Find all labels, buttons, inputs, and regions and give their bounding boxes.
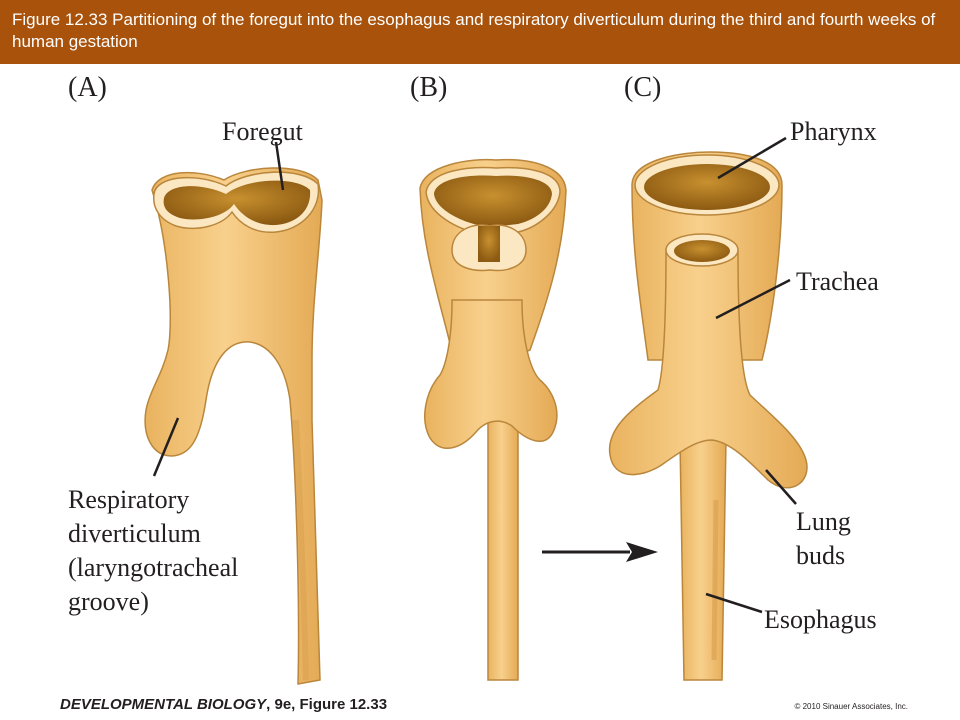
label-respiratory-line-4: groove)	[68, 587, 149, 616]
progression-arrow	[542, 542, 658, 562]
book-title: DEVELOPMENTAL BIOLOGY	[60, 696, 267, 713]
label-trachea: Trachea	[796, 267, 879, 296]
panel-c-esophagus-highlight	[711, 499, 719, 661]
label-lung-buds-line-2: buds	[796, 541, 845, 570]
panel-c-illustration	[608, 151, 808, 681]
esophagus-leader	[705, 592, 763, 614]
panel-c-trachea-lumen	[674, 240, 730, 262]
label-foregut: Foregut	[222, 117, 304, 146]
respiratory-leader	[152, 417, 180, 477]
panel-b-septum-channel	[478, 226, 500, 262]
label-respiratory-line-3: (laryngotracheal	[68, 553, 238, 582]
panel-a-letter: (A)	[68, 72, 107, 103]
pharynx-leader	[717, 136, 787, 180]
panel-c-letter: (C)	[624, 72, 661, 103]
book-edition-figure: , 9e, Figure 12.33	[266, 696, 388, 713]
panel-b-upper-lumen	[434, 175, 552, 226]
panel-b-letter: (B)	[410, 72, 447, 103]
panel-c-pharynx-lumen	[644, 164, 770, 210]
figure-caption: Figure 12.33 Partitioning of the foregut…	[12, 10, 936, 51]
panel-a-foregut-tube	[144, 167, 323, 685]
panel-a-diverticulum-shadow	[293, 419, 309, 681]
leader-lines	[152, 136, 797, 614]
panel-b-lung-buds	[424, 299, 558, 449]
book-credit: DEVELOPMENTAL BIOLOGY, 9e, Figure 12.33	[60, 696, 387, 713]
lung-buds-leader	[765, 469, 797, 505]
panel-b-illustration	[419, 158, 567, 681]
progression-arrow-head	[626, 542, 658, 562]
panel-c-esophagus	[679, 439, 727, 681]
figure-caption-bar: Figure 12.33 Partitioning of the foregut…	[0, 0, 960, 64]
label-lung-buds-line-1: Lung	[796, 507, 851, 536]
label-respiratory-line-2: diverticulum	[68, 519, 201, 548]
panel-a-illustration	[144, 167, 323, 685]
copyright-notice: © 2010 Sinauer Associates, Inc.	[794, 702, 908, 711]
label-pharynx: Pharynx	[790, 117, 877, 146]
label-respiratory-line-1: Respiratory	[68, 485, 189, 514]
trachea-leader	[715, 278, 791, 320]
panel-c-trachea-and-lung-buds	[608, 249, 808, 489]
panel-a-figure8-lumen	[163, 180, 311, 226]
foregut-leader	[274, 141, 285, 191]
label-esophagus: Esophagus	[764, 605, 877, 634]
